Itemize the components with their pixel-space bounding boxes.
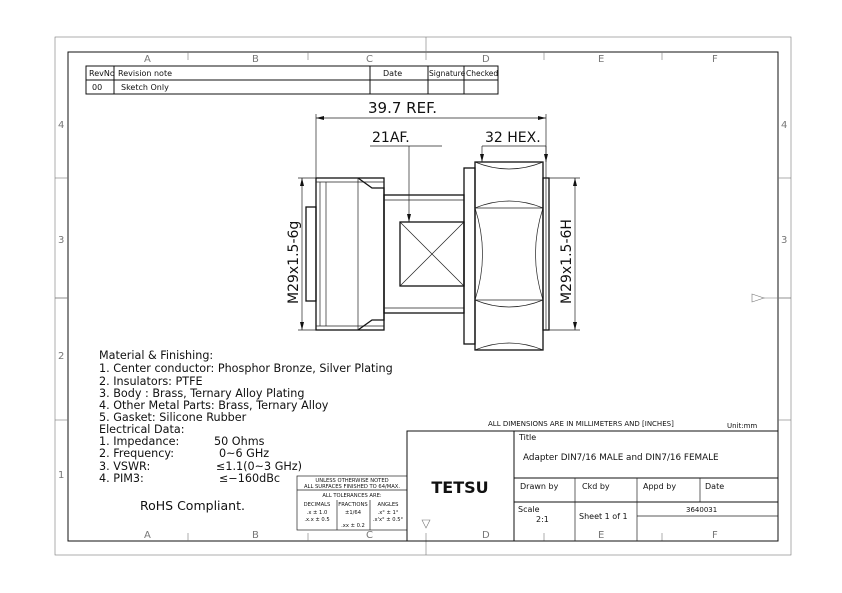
tol-col-fractions: FRACTIONS	[338, 502, 367, 508]
drawing-title: Adapter DIN7/16 MALE and DIN7/16 FEMALE	[523, 453, 719, 463]
tol-line2: ALL SURFACES FINISHED TO 64/MAX.	[304, 484, 400, 490]
centering-marks	[55, 37, 791, 555]
zone-col-c: C	[366, 54, 373, 65]
zone-col-f-bottom: F	[712, 530, 718, 541]
dimension-length: 39.7 REF.	[368, 99, 437, 117]
title-block: Title Adapter DIN7/16 MALE and DIN7/16 F…	[406, 430, 779, 542]
electrical-label: 4. PIM3:	[99, 472, 144, 485]
electrical-label: 1. Impedance:	[99, 435, 179, 448]
electrical-value: 0~6 GHz	[219, 447, 269, 460]
tol-col-decimals: DECIMALS	[304, 502, 331, 508]
zone-col-a: A	[144, 54, 151, 65]
scale-label: Scale	[518, 505, 540, 514]
zone-row-2: 2	[58, 351, 64, 362]
zone-col-f: F	[712, 54, 718, 65]
note-line: 4. Other Metal Parts: Brass, Ternary All…	[99, 399, 329, 412]
note-line: 5. Gasket: Silicone Rubber	[99, 411, 247, 424]
drawing-number: 3640031	[686, 506, 717, 514]
zone-row-3: 3	[58, 235, 64, 246]
title-label: Title	[518, 433, 536, 442]
zone-row-4-right: 4	[781, 120, 787, 131]
connector-drawing	[298, 114, 580, 351]
dimension-hex: 32 HEX.	[485, 130, 541, 146]
zone-ticks	[55, 52, 791, 541]
electrical-value: ≤1.1(0~3 GHz)	[216, 460, 302, 473]
rev-header-signature: Signature	[429, 69, 466, 78]
zone-row-4: 4	[58, 120, 64, 131]
tol-ang2: .x'x° ± 0.5°	[373, 517, 404, 523]
zone-col-e: E	[598, 54, 604, 65]
tolerance-box: UNLESS OTHERWISE NOTED ALL SURFACES FINI…	[296, 475, 408, 531]
rev-header-date: Date	[383, 69, 402, 78]
dimension-male-thread: M29x1.5-6g	[286, 221, 302, 304]
zone-col-c-bottom: C	[366, 530, 373, 541]
drawn-by-label: Drawn by	[520, 482, 559, 491]
electrical-value: 50 Ohms	[214, 435, 265, 448]
zone-col-e-bottom: E	[598, 530, 604, 541]
tol-frac2: .xx ± 0.2	[341, 523, 365, 529]
zone-col-d: D	[482, 54, 490, 65]
unit-label: Unit:mm	[727, 422, 757, 430]
zone-row-1: 1	[58, 470, 64, 481]
outer-frame	[54, 36, 792, 556]
tol-frac1: ±1/64	[345, 510, 362, 516]
rev-header-revno: RevNo	[89, 69, 115, 78]
note-line: Material & Finishing:	[99, 349, 213, 362]
sheet-number: Sheet 1 of 1	[579, 512, 628, 521]
zone-col-d-bottom: D	[482, 530, 490, 541]
tol-dec1: .x ± 1.0	[307, 510, 328, 516]
zone-row-3-right: 3	[781, 235, 787, 246]
note-line: 2. Insulators: PTFE	[99, 375, 203, 388]
zone-col-a-bottom: A	[144, 530, 151, 541]
rev-header-note: Revision note	[118, 69, 172, 78]
electrical-label: 3. VSWR:	[99, 460, 150, 473]
tol-line3: ALL TOLERANCES ARE:	[322, 493, 381, 499]
note-line: 3. Body : Brass, Ternary Alloy Plating	[99, 387, 304, 400]
drawing-border	[67, 51, 779, 542]
scale-value: 2:1	[536, 515, 549, 524]
dimension-note: ALL DIMENSIONS ARE IN MILLIMETERS AND [I…	[488, 420, 674, 428]
dimension-flats: 21AF.	[372, 130, 410, 146]
zone-col-b-bottom: B	[252, 530, 259, 541]
note-line: 1. Center conductor: Phosphor Bronze, Si…	[99, 362, 393, 375]
electrical-value: ≤−160dBc	[219, 472, 280, 485]
rohs-note: RoHS Compliant.	[140, 498, 245, 513]
tol-line1: UNLESS OTHERWISE NOTED	[315, 478, 388, 484]
appd-by-label: Appd by	[643, 482, 676, 491]
date-label: Date	[705, 482, 724, 491]
notes: Material & Finishing: 1. Center conducto…	[99, 349, 393, 485]
rev-row-note: Sketch Only	[121, 83, 169, 92]
zone-col-b: B	[252, 54, 259, 65]
rev-header-checked: Checked	[466, 69, 498, 78]
tol-col-angles: ANGLES	[378, 502, 399, 508]
ckd-by-label: Ckd by	[582, 482, 610, 491]
note-line: Electrical Data:	[99, 423, 184, 436]
tol-dec2: .x.x ± 0.5	[304, 517, 329, 523]
revision-table: RevNo Revision note Date Signature Check…	[85, 65, 499, 95]
tol-ang1: .x° ± 1°	[378, 510, 399, 516]
rev-row-no: 00	[92, 83, 102, 92]
company-logo: TETSU	[431, 478, 488, 497]
electrical-label: 2. Frequency:	[99, 447, 174, 460]
dimension-female-thread: M29x1.5-6H	[559, 219, 575, 304]
